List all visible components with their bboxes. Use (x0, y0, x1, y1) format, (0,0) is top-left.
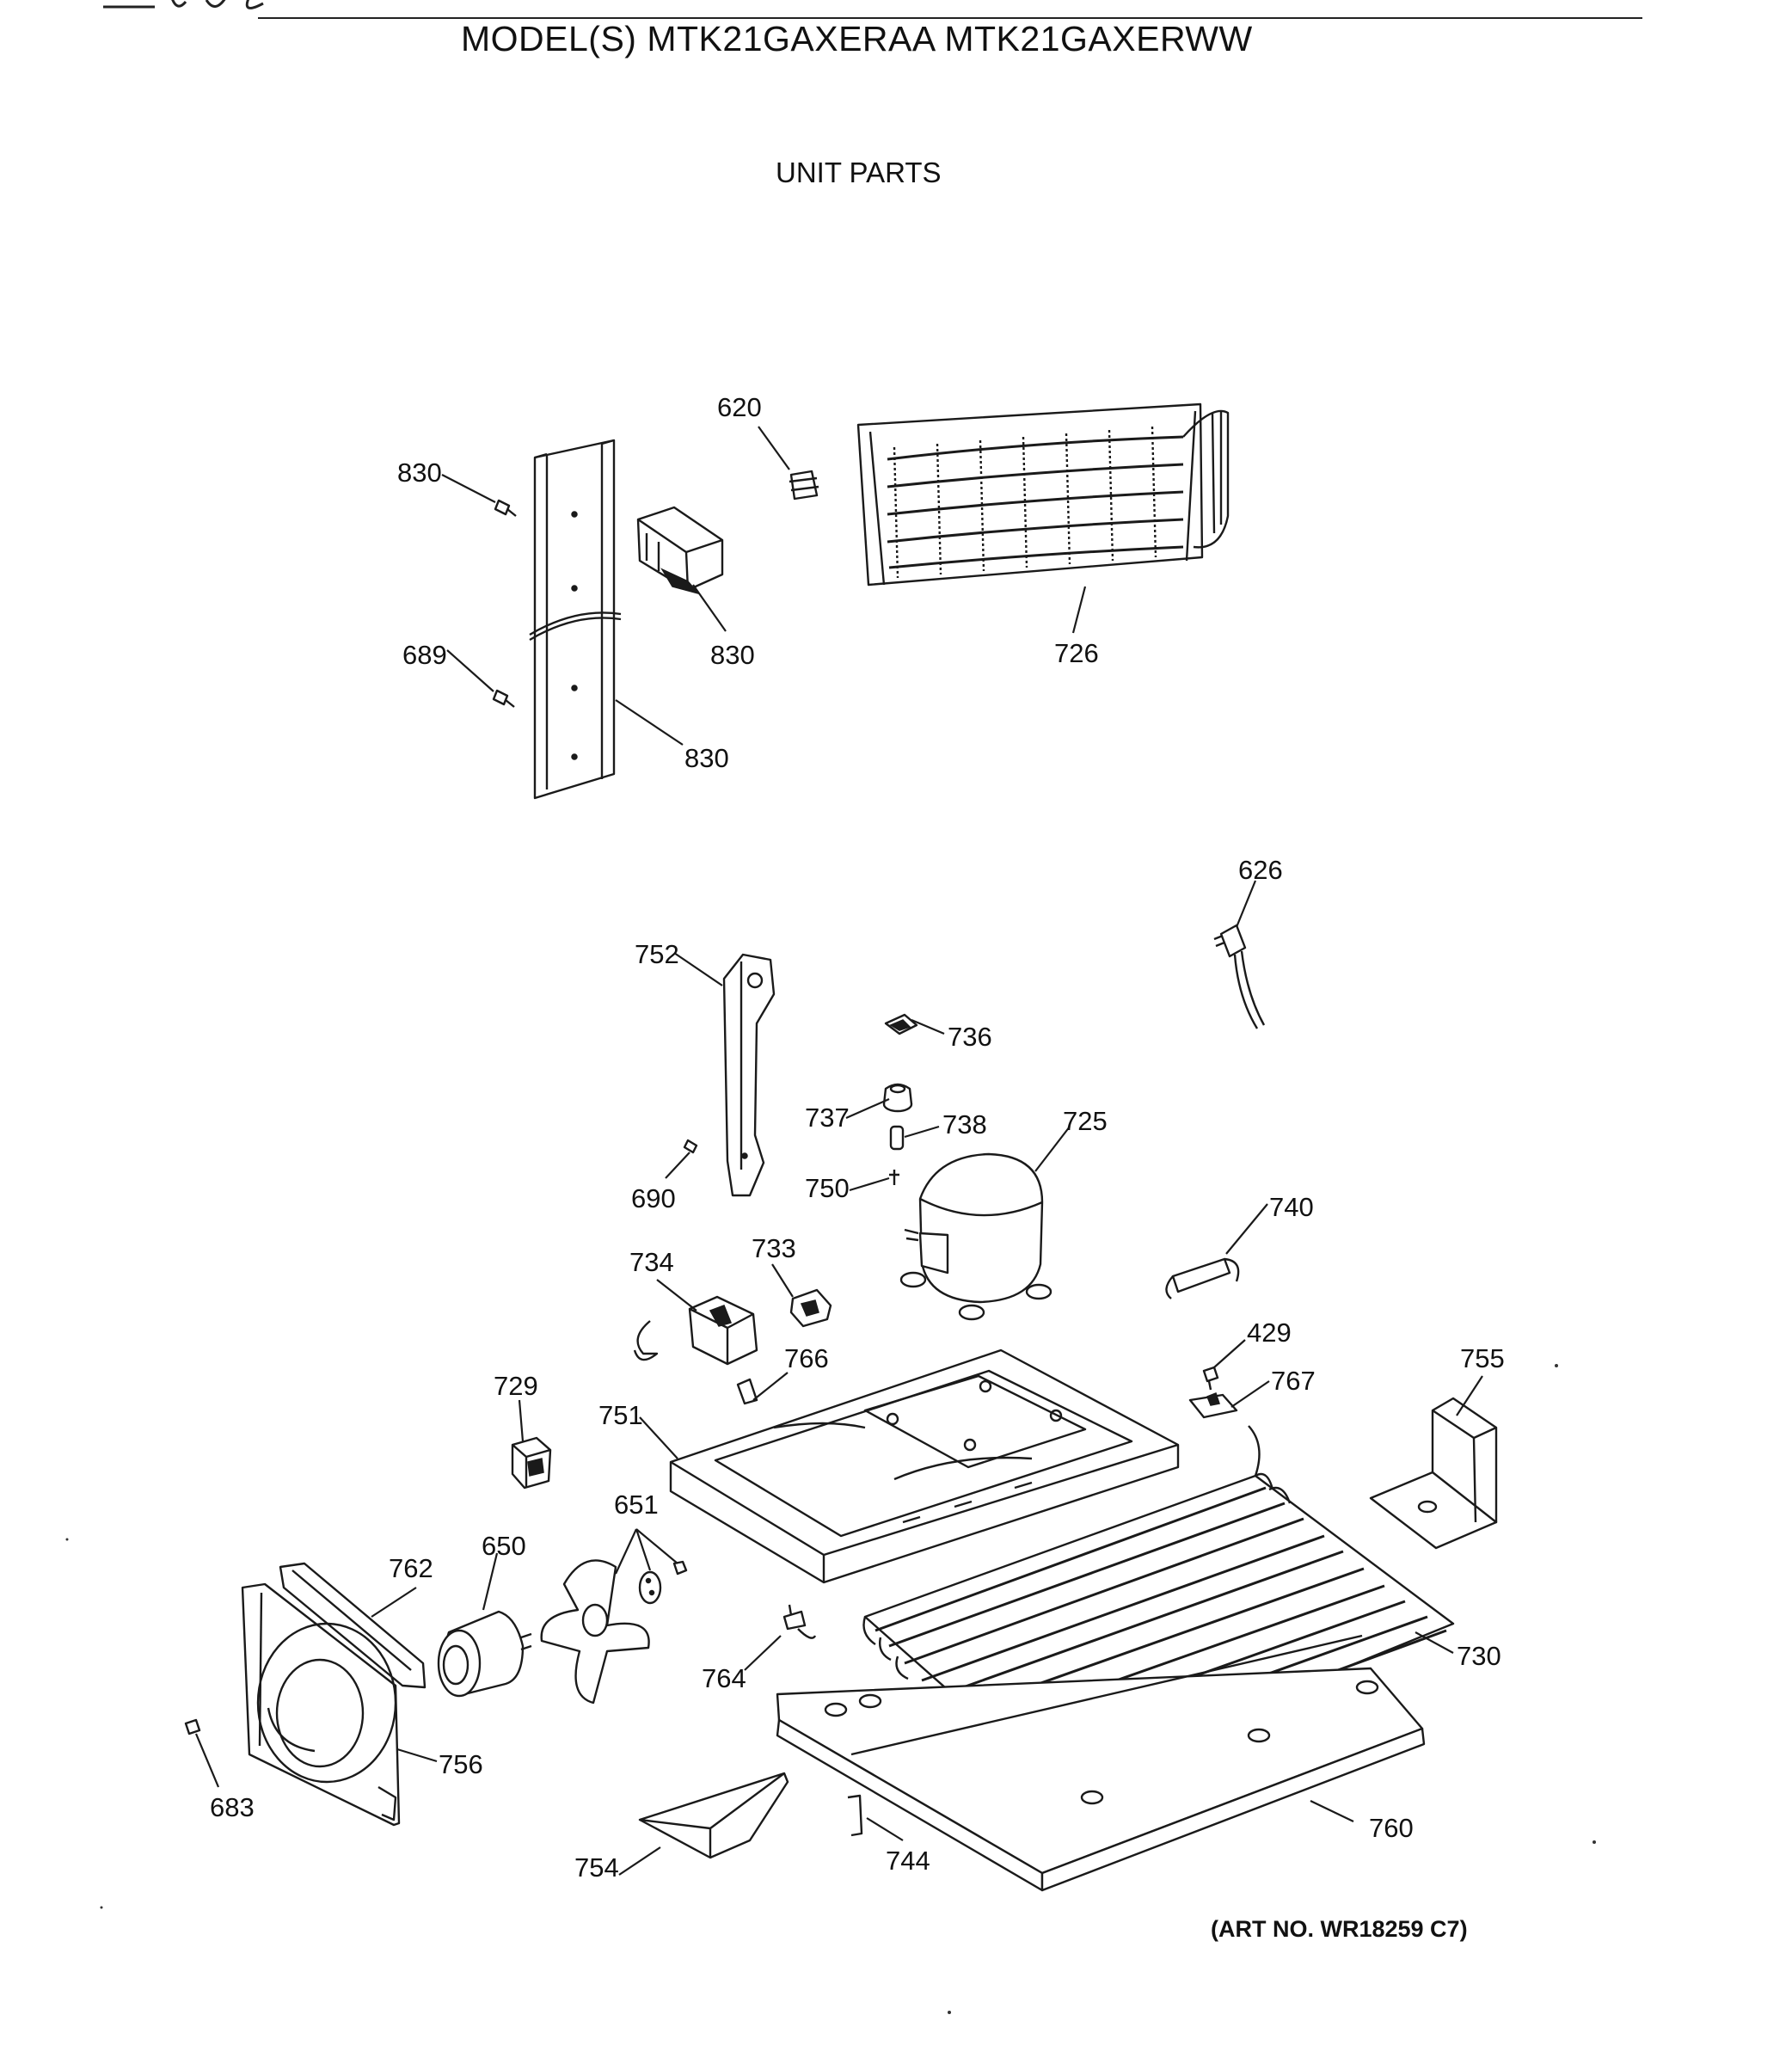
callout-830-bracket: 830 (684, 743, 729, 773)
callout-830-cover: 830 (710, 640, 755, 670)
callout-429: 429 (1247, 1318, 1292, 1348)
callout-725: 725 (1063, 1106, 1108, 1136)
callout-830-screw: 830 (397, 458, 442, 488)
callout-740: 740 (1269, 1192, 1314, 1222)
handwritten-scribble (103, 0, 264, 9)
callout-651: 651 (614, 1490, 659, 1520)
callout-626: 626 (1238, 855, 1283, 885)
part-751-base-pan (669, 1348, 1180, 1584)
part-725-compressor (899, 1152, 1052, 1321)
part-736-clip (884, 1013, 918, 1035)
callout-733: 733 (752, 1233, 796, 1263)
part-766-clip (736, 1378, 758, 1405)
part-744-clip (847, 1794, 863, 1837)
callout-755: 755 (1460, 1343, 1505, 1373)
part-755-insulation (1369, 1397, 1498, 1550)
part-767-bracket (1188, 1392, 1238, 1419)
callout-620: 620 (717, 392, 762, 422)
callout-683: 683 (210, 1792, 255, 1822)
header-rule (258, 17, 1642, 19)
part-830-channel-bracket (529, 439, 622, 800)
part-651-fan-blade (540, 1559, 688, 1705)
part-620-grommet (789, 470, 819, 501)
callout-760: 760 (1369, 1813, 1414, 1843)
part-752-mounting-bracket (722, 953, 776, 1197)
callout-752: 752 (635, 939, 679, 969)
callout-754: 754 (574, 1852, 619, 1883)
callout-736: 736 (948, 1022, 992, 1052)
page-title: MODEL(S) MTK21GAXERAA MTK21GAXERWW (461, 19, 1253, 58)
part-754-air-deflector (638, 1772, 789, 1859)
part-756-fan-shroud (241, 1582, 401, 1827)
part-764-clip (782, 1604, 817, 1639)
part-733-overload-protector (789, 1288, 832, 1328)
art-number: (ART NO. WR18259 C7) (1211, 1916, 1468, 1942)
callout-750: 750 (805, 1173, 850, 1203)
part-626-power-cord (1213, 924, 1266, 1029)
section-title: UNIT PARTS (776, 157, 942, 188)
callout-leader-lines (194, 426, 1483, 1876)
part-726-condenser (856, 402, 1230, 587)
callout-766: 766 (784, 1343, 829, 1373)
callout-689: 689 (402, 640, 447, 670)
part-689-screw (492, 689, 515, 708)
callout-650: 650 (482, 1531, 526, 1561)
part-760-bottom-plate (776, 1634, 1426, 1892)
callout-690: 690 (631, 1183, 676, 1213)
callout-756: 756 (439, 1749, 483, 1779)
callout-744: 744 (886, 1846, 930, 1876)
scan-specks (65, 1364, 1596, 2014)
part-734-start-relay (633, 1295, 758, 1366)
part-762-gasket (279, 1562, 427, 1689)
part-690-screw (683, 1139, 698, 1154)
part-737-grommet (882, 1083, 913, 1113)
callout-764: 764 (702, 1663, 746, 1693)
part-830-screw (494, 499, 517, 517)
part-429-screw (1202, 1366, 1219, 1391)
callout-751: 751 (598, 1400, 643, 1430)
callout-762: 762 (389, 1553, 433, 1583)
part-729-capacitor (511, 1436, 552, 1490)
part-650-fan-motor (437, 1610, 532, 1698)
callout-734: 734 (629, 1247, 674, 1277)
callout-737: 737 (805, 1103, 850, 1133)
part-683-screw (184, 1718, 201, 1735)
part-740-wire-harness (1165, 1257, 1240, 1299)
callout-labels: 620 830 830 726 689 830 626 752 736 737 … (210, 392, 1505, 1883)
part-830-cover (636, 506, 724, 595)
callout-730: 730 (1457, 1641, 1501, 1671)
callout-726: 726 (1054, 638, 1099, 668)
callout-729: 729 (494, 1371, 538, 1401)
part-738-sleeve (889, 1125, 905, 1151)
callout-767: 767 (1271, 1366, 1316, 1396)
callout-738: 738 (942, 1109, 987, 1140)
part-750-stud (889, 1170, 899, 1185)
